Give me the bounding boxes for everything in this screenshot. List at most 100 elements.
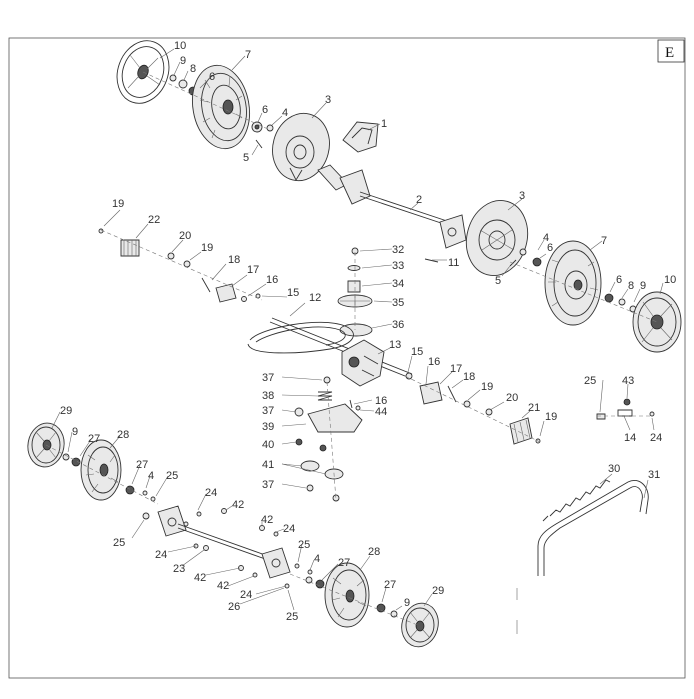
front-left-washers — [62, 453, 81, 467]
callout-label: 40 — [262, 439, 274, 451]
upper-left-bearing — [251, 121, 274, 149]
callout-label: 32 — [392, 244, 404, 256]
callout-label: 4 — [282, 107, 288, 119]
callout-label: 24 — [650, 432, 662, 444]
callout-label: 37 — [262, 405, 274, 417]
callout-label: 4 — [148, 470, 154, 482]
callout-label: 8 — [628, 280, 634, 292]
callout-label: 21 — [528, 402, 540, 414]
callout-label: 22 — [148, 214, 160, 226]
left-drive-hardware — [98, 228, 261, 303]
front-right-hardware — [305, 576, 325, 589]
right-axle-hardware — [424, 248, 542, 267]
callout-label: 7 — [601, 235, 607, 247]
callout-label: 29 — [60, 405, 72, 417]
callout-label: 24 — [240, 589, 252, 601]
callout-label: 27 — [136, 459, 148, 471]
clutch-bracket-group — [294, 376, 363, 502]
callout-label: 18 — [228, 254, 240, 266]
callout-label: 38 — [262, 390, 274, 402]
callout-label: 19 — [201, 242, 213, 254]
upper-left-hubcap — [116, 40, 170, 104]
upper-right-hubcap — [632, 291, 682, 353]
gearbox — [341, 339, 385, 387]
callout-label: 42 — [232, 499, 244, 511]
callout-label: 2 — [416, 194, 422, 206]
callout-label: 3 — [519, 190, 525, 202]
callout-label: 42 — [217, 580, 229, 592]
callout-label: 16 — [428, 356, 440, 368]
callout-label: 44 — [375, 406, 387, 418]
section-label: E — [665, 45, 674, 61]
callout-label: 28 — [368, 546, 380, 558]
callout-label: 14 — [624, 432, 636, 444]
upper-right-wheel — [544, 240, 602, 326]
callout-label: 27 — [88, 433, 100, 445]
front-left-wheel — [80, 439, 122, 501]
callout-label: 30 — [608, 463, 620, 475]
callout-label: 25 — [584, 375, 596, 387]
upper-left-wheel — [192, 64, 250, 150]
callout-label: 25 — [113, 537, 125, 549]
callout-label: 31 — [648, 469, 660, 481]
callout-label: 25 — [298, 539, 310, 551]
height-adjust-spring — [542, 479, 611, 522]
callout-label: 41 — [262, 459, 274, 471]
front-axle-assembly — [142, 505, 313, 589]
front-left-axle-hardware — [125, 485, 156, 502]
height-adjust-lever — [537, 480, 649, 576]
callout-label: 19 — [112, 198, 124, 210]
callout-label: 17 — [247, 264, 259, 276]
callout-label: 24 — [205, 487, 217, 499]
callout-label: 9 — [72, 426, 78, 438]
callout-label: 7 — [245, 49, 251, 61]
callout-labels: 10 9 8 6 7 6 4 5 3 1 2 3 4 6 5 7 6 8 9 1… — [60, 40, 676, 623]
callout-label: 24 — [283, 523, 295, 535]
callout-label: 8 — [190, 63, 196, 75]
callout-label: 34 — [392, 278, 404, 290]
section-box — [657, 39, 685, 63]
height-adjust-cover — [342, 121, 379, 153]
callout-label: 18 — [463, 371, 475, 383]
callout-leaders — [51, 48, 664, 611]
assembly-guide-lines — [45, 71, 658, 627]
callout-label: 6 — [209, 71, 215, 83]
callout-label: 28 — [117, 429, 129, 441]
callout-label: 24 — [155, 549, 167, 561]
callout-label: 13 — [389, 339, 401, 351]
callout-label: 9 — [180, 55, 186, 67]
callout-label: 5 — [243, 152, 249, 164]
diagram-border — [8, 37, 686, 679]
callout-label: 42 — [261, 514, 273, 526]
callout-label: 25 — [166, 470, 178, 482]
drive-belt — [247, 321, 354, 354]
callout-label: 3 — [325, 94, 331, 106]
fastener-group-right — [596, 398, 655, 420]
callout-label: 1 — [381, 118, 387, 130]
callout-label: 6 — [262, 104, 268, 116]
callout-label: 39 — [262, 421, 274, 433]
callout-label: 15 — [287, 287, 299, 299]
callout-label: 25 — [286, 611, 298, 623]
callout-label: 12 — [309, 292, 321, 304]
callout-label: 10 — [664, 274, 676, 286]
callout-label: 19 — [481, 381, 493, 393]
rear-axle-assembly — [317, 164, 467, 249]
upper-right-washer-stack — [604, 293, 637, 313]
callout-label: 5 — [495, 275, 501, 287]
callout-label: 20 — [179, 230, 191, 242]
callout-label: 27 — [338, 557, 350, 569]
callout-label: 17 — [450, 363, 462, 375]
upper-left-wheel-guard — [272, 112, 330, 182]
callout-label: 19 — [545, 411, 557, 423]
front-right-hubcap — [401, 602, 439, 648]
callout-label: 16 — [375, 395, 387, 407]
callout-label: 23 — [173, 563, 185, 575]
callout-label: 43 — [622, 375, 634, 387]
callout-label: 37 — [262, 479, 274, 491]
callout-label: 26 — [228, 601, 240, 613]
right-wheel-guard — [465, 200, 529, 276]
callout-label: 16 — [266, 274, 278, 286]
callout-label: 37 — [262, 372, 274, 384]
